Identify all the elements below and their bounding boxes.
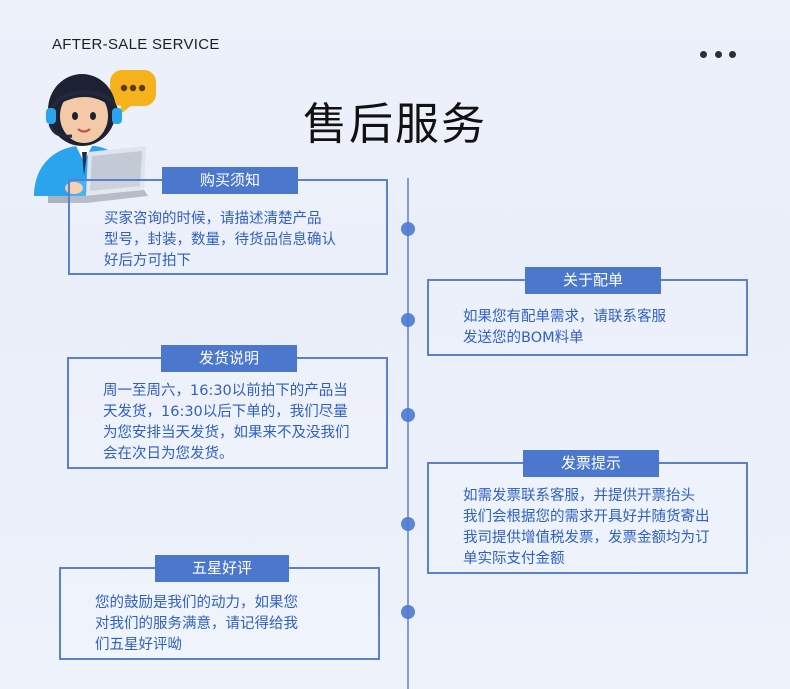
customer-service-agent-icon [34,70,156,203]
more-dots-icon[interactable] [700,48,736,60]
timeline-dot [401,313,415,327]
timeline-dot [401,517,415,531]
card-label: 五星好评 [155,555,289,582]
card-text: 周一至周六，16:30以前拍下的产品当 天发货，16:30以后下单的，我们尽量 … [103,383,350,462]
page-subtitle: AFTER-SALE SERVICE [52,36,220,53]
card-label: 关于配单 [525,267,661,294]
card-text: 买家咨询的时候，请描述清楚产品 型号，封装，数量，待货品信息确认 好后方可拍下 [104,211,336,269]
page-title: 售后服务 [303,99,487,150]
card-invoice-tips: 发票提示 如需发票联系客服，并提供开票抬头 我们会根据您的需求开具好并随货寄出 … [427,450,748,574]
card-five-star-review: 五星好评 您的鼓励是我们的动力，如果您 对我们的服务满意，请记得给我 们五星好评… [59,555,380,660]
card-label: 购买须知 [162,167,298,194]
card-text: 如果您有配单需求，请联系客服 发送您的BOM料单 [463,309,666,346]
card-label: 发货说明 [161,345,297,372]
card-text: 如需发票联系客服，并提供开票抬头 我们会根据您的需求开具好并随货寄出 我司提供增… [463,488,710,567]
card-shipping-info: 发货说明 周一至周六，16:30以前拍下的产品当 天发货，16:30以后下单的，… [67,345,388,469]
card-bom-order: 关于配单 如果您有配单需求，请联系客服 发送您的BOM料单 [427,267,748,356]
card-label: 发票提示 [523,450,659,477]
card-purchase-notice: 购买须知 买家咨询的时候，请描述清楚产品 型号，封装，数量，待货品信息确认 好后… [68,167,388,275]
card-text: 您的鼓励是我们的动力，如果您 对我们的服务满意，请记得给我 们五星好评呦 [95,595,298,653]
timeline-line [407,178,409,689]
timeline-dot [401,408,415,422]
timeline-dot [401,605,415,619]
timeline-dot [401,222,415,236]
chat-bubble-icon [110,70,156,116]
